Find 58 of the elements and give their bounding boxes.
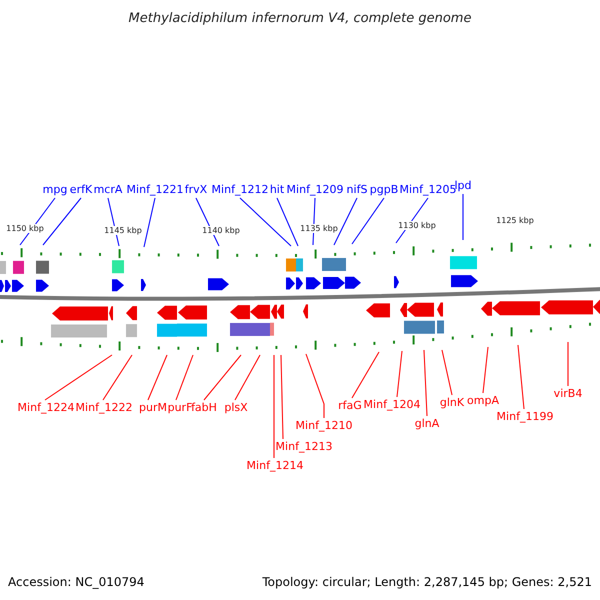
leader-line — [144, 198, 156, 248]
position-label: 1135 kbp — [299, 224, 339, 233]
gene-label: purM — [139, 401, 167, 415]
leader-line — [42, 198, 82, 246]
leader-line — [280, 354, 284, 440]
gene-label: Minf_1221 — [126, 183, 184, 197]
gene-label: Minf_1204 — [364, 398, 420, 412]
leader-line — [352, 352, 380, 398]
gene-label: mcrA — [94, 183, 122, 197]
gene-label: Minf_1213 — [276, 440, 332, 454]
leader-line — [306, 354, 324, 418]
gene-label: purF — [168, 401, 192, 415]
gene-label: Minf_1210 — [296, 419, 352, 433]
gene-label: Minf_1222 — [76, 401, 132, 415]
leader-line — [176, 354, 194, 400]
leader-line — [148, 354, 168, 400]
position-label: 1140 kbp — [201, 226, 241, 235]
gene-label: Minf_1224 — [18, 401, 74, 415]
position-label: 1130 kbp — [397, 221, 437, 230]
leader-line — [102, 354, 132, 400]
gene-label: ompA — [467, 394, 499, 408]
leader-line — [396, 350, 402, 398]
leader-line — [204, 354, 242, 400]
leader-line — [276, 198, 298, 246]
position-label: 1125 kbp — [495, 216, 535, 225]
leader-line — [424, 350, 428, 416]
gene-label: Minf_1205 — [400, 183, 456, 197]
gene-label: plsX — [224, 401, 248, 415]
gene-label: nifS — [346, 183, 368, 197]
gene-label: Minf_1209 — [286, 183, 344, 197]
gene-label: rfaG — [338, 399, 362, 413]
leader-line — [482, 346, 488, 394]
leader-line — [352, 198, 384, 244]
leader-line — [462, 194, 464, 240]
gene-label: glnA — [414, 417, 440, 431]
accession-text: Accession: NC_010794 — [8, 574, 144, 591]
gene-label: hit — [270, 183, 284, 197]
gene-label: Minf_1199 — [496, 410, 554, 424]
gene-label: mpg — [42, 183, 68, 197]
gene-label: erfK — [70, 183, 92, 197]
gene-label: Minf_1214 — [246, 459, 304, 473]
genome-info: Topology: circular; Length: 2,287,145 bp; Genes: 2,521 — [262, 574, 592, 591]
gene-label: lpd — [454, 179, 472, 193]
gene-label: pgpB — [370, 183, 398, 197]
title: Methylacidiphilum infernorum V4, complete genome — [128, 10, 472, 28]
gene-label: fabH — [191, 401, 217, 415]
leader-line — [234, 354, 260, 400]
leader-line — [240, 198, 292, 246]
position-label: 1145 kbp — [103, 226, 143, 235]
gene-label: virB4 — [554, 387, 582, 401]
leader-line — [334, 198, 358, 246]
position-label: 1150 kbp — [5, 224, 45, 233]
leader-line — [442, 350, 452, 396]
gene-label: glnK — [440, 396, 464, 410]
leader-line — [518, 344, 524, 410]
gene-label: frvX — [184, 183, 208, 197]
gene-label: Minf_1212 — [212, 183, 268, 197]
leader-line — [44, 354, 112, 400]
